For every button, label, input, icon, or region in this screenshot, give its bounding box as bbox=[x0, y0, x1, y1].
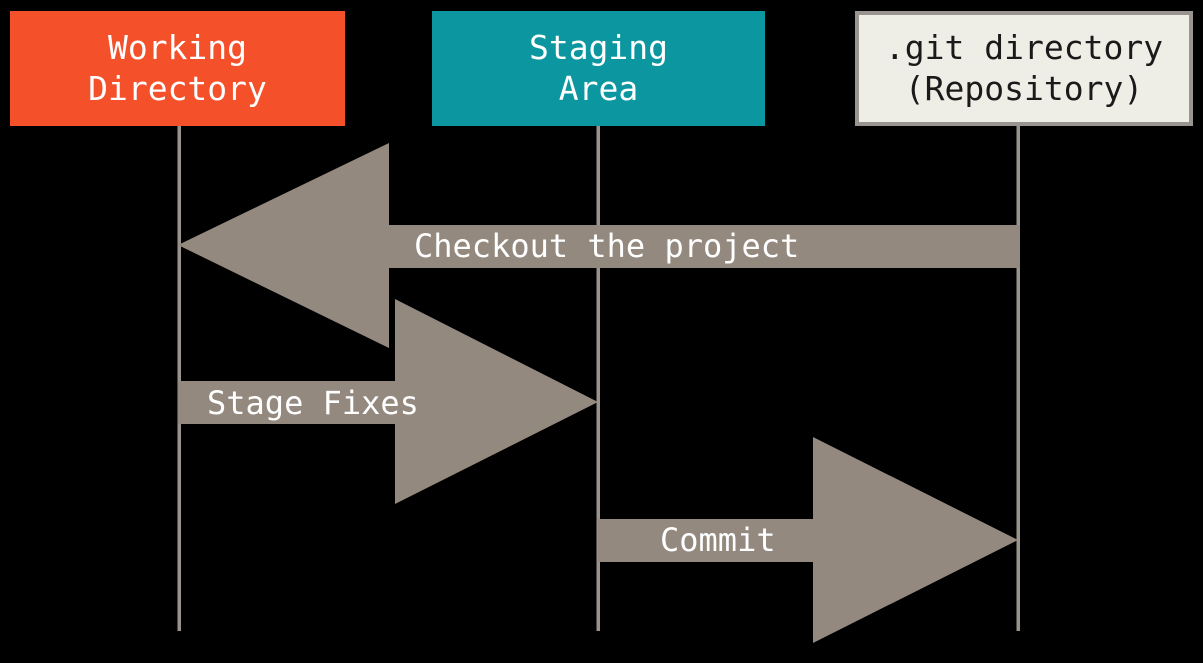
arrow-label-checkout: Checkout the project bbox=[414, 227, 800, 265]
node-git-directory-line1: .git directory bbox=[884, 28, 1164, 68]
arrow-label-stage-fixes: Stage Fixes bbox=[207, 384, 419, 422]
arrow-checkout bbox=[178, 143, 1020, 348]
node-working-directory[interactable]: Working Directory bbox=[10, 11, 345, 126]
lifeline-working-directory bbox=[177, 126, 181, 631]
node-staging-area[interactable]: Staging Area bbox=[432, 11, 765, 126]
lifeline-staging-area bbox=[596, 126, 600, 631]
node-git-directory[interactable]: .git directory (Repository) bbox=[855, 11, 1193, 126]
lifeline-git-directory bbox=[1016, 126, 1020, 631]
node-working-directory-line2: Directory bbox=[88, 68, 267, 108]
arrow-commit bbox=[598, 437, 1018, 643]
node-git-directory-line2: (Repository) bbox=[904, 68, 1144, 108]
node-staging-area-line1: Staging bbox=[528, 28, 669, 68]
arrow-stage-fixes bbox=[178, 299, 598, 504]
arrow-label-commit: Commit bbox=[660, 521, 776, 559]
node-staging-area-line2: Area bbox=[558, 68, 639, 108]
node-working-directory-line1: Working bbox=[107, 28, 248, 68]
